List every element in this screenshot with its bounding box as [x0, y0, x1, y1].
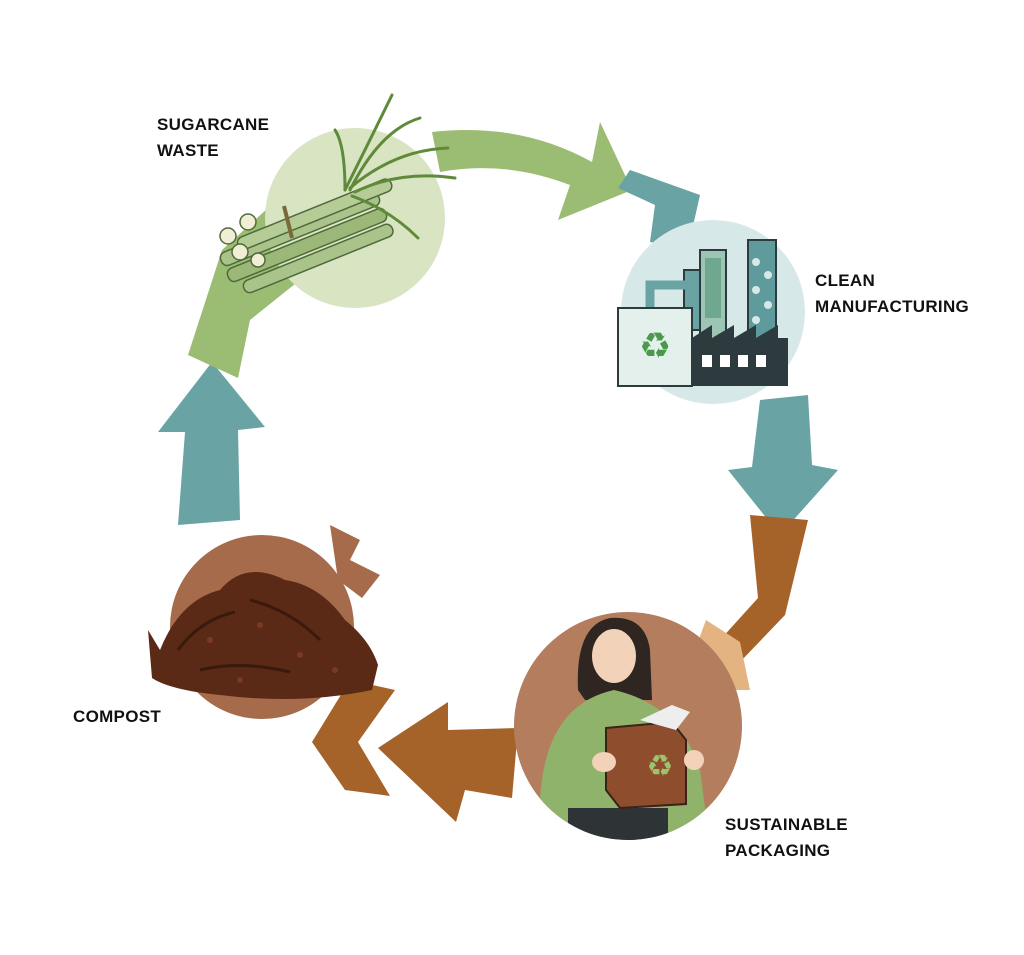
arrow-chevron-brown-left	[312, 680, 395, 796]
label-clean-manufacturing: CLEAN MANUFACTURING	[815, 271, 970, 316]
arrow-compost-to-sugarcane	[158, 362, 265, 525]
factory-icon: ♻	[617, 239, 788, 387]
sugarcane-bundle-icon	[219, 93, 457, 294]
label-compost: COMPOST	[73, 707, 162, 726]
svg-text:♻: ♻	[647, 749, 674, 784]
compost-illustration	[148, 525, 380, 719]
sugarcane-waste-illustration	[219, 93, 457, 308]
label-sugarcane-waste: SUGARCANE WASTE	[157, 115, 270, 160]
sustainable-packaging-illustration: ♻	[514, 612, 742, 840]
arrow-sugarcane-to-manufacturing	[432, 122, 632, 220]
arrow-chevron-brown-right	[720, 515, 808, 662]
clean-manufacturing-illustration: ♻	[617, 220, 805, 404]
compost-pile-icon	[148, 572, 378, 699]
arrow-manufacturing-to-packaging	[728, 395, 838, 535]
label-sustainable-packaging: SUSTAINABLE PACKAGING	[725, 815, 848, 860]
arrow-packaging-to-compost	[378, 702, 518, 822]
svg-text:♻: ♻	[639, 326, 671, 367]
